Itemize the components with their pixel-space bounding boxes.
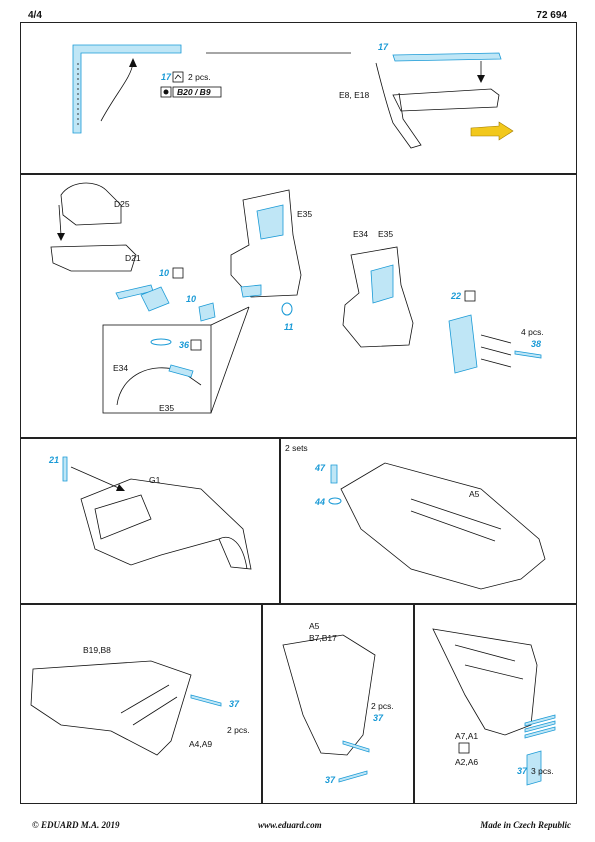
pe-37-label-c: 37 <box>517 766 528 776</box>
a5-label-b: A5 <box>309 621 320 631</box>
part-d25 <box>60 182 122 226</box>
a7-label: A7,A1 <box>455 731 478 741</box>
etched-side-panel <box>448 314 478 374</box>
copyright: © EDUARD M.A. 2019 <box>32 820 120 830</box>
sets-label: 2 sets <box>285 443 308 453</box>
e34-label: E34 <box>113 363 128 373</box>
etched-frame <box>140 286 170 312</box>
step-panel-7: A7,A1 A2,A6 37 3 pcs. <box>414 604 577 804</box>
b19-label: B19,B8 <box>83 645 111 655</box>
step-7-drawing: A7,A1 A2,A6 37 3 pcs. <box>432 628 556 786</box>
bend-icon <box>172 71 184 83</box>
website[interactable]: www.eduard.com <box>258 820 322 830</box>
a2-label: A2,A6 <box>455 757 478 767</box>
canopy-part <box>80 478 252 570</box>
d21-label: D21 <box>125 253 141 263</box>
e35-label-b: E35 <box>159 403 174 413</box>
g1-label: G1 <box>149 475 161 485</box>
bend-icon <box>190 339 202 351</box>
step-2-drawing: D25 D21 10 E35 10 11 36 E34 E35 E34 E35 … <box>50 182 544 414</box>
a5-label: A5 <box>469 489 480 499</box>
paint-reference: B20 / B9 <box>177 87 211 97</box>
step-3-drawing: 21 G1 <box>48 455 252 570</box>
step-panel-4: 2 sets 47 44 A5 <box>280 438 577 604</box>
pe-44-label: 44 <box>314 497 325 507</box>
part-17-label-b: 17 <box>378 42 389 52</box>
a4-label: A4,A9 <box>189 739 212 749</box>
paint-icon <box>458 742 470 754</box>
paint-icon <box>160 86 172 98</box>
page-number: 4/4 <box>28 10 42 21</box>
pe-37-label: 37 <box>229 699 240 709</box>
kit-code: 72 694 <box>536 10 567 21</box>
pe-37b-label: 37 <box>325 775 336 785</box>
pe-37a-label: 37 <box>373 713 384 723</box>
origin-note: Made in Czech Republic <box>480 820 571 830</box>
pe-10b-label: 10 <box>186 294 196 304</box>
etched-strip-part <box>392 52 502 62</box>
step-panel-1: 17 2 pcs. B20 / B9 17 E8, E18 <box>20 22 577 174</box>
pe-47-label: 47 <box>314 463 326 473</box>
seat-right-part <box>342 246 414 348</box>
step-panel-3: 21 G1 <box>20 438 280 604</box>
d25-label: D25 <box>114 199 130 209</box>
e35-label: E35 <box>297 209 312 219</box>
pe-10-label: 10 <box>159 268 169 278</box>
pe-21-label: 21 <box>48 455 59 465</box>
pe-38-label: 38 <box>531 339 541 349</box>
step-1-drawing: 17 2 pcs. B20 / B9 17 E8, E18 <box>72 42 514 149</box>
bend-icon <box>172 267 184 279</box>
qty-2-pcs: 2 pcs. <box>188 72 211 82</box>
step-5-drawing: B19,B8 37 2 pcs. A4,A9 <box>30 645 250 756</box>
tailplane-part <box>30 660 192 756</box>
part-17-label: 17 <box>161 72 172 82</box>
pe-22-label: 22 <box>450 291 461 301</box>
pe-11-label: 11 <box>284 322 293 332</box>
step-6-drawing: A5 B7,B17 2 pcs. 37 37 <box>282 621 394 785</box>
bend-icon <box>464 290 476 302</box>
etched-rail-part <box>72 44 182 134</box>
e34-right-label: E34 <box>353 229 368 239</box>
step-panel-6: A5 B7,B17 2 pcs. 37 37 <box>262 604 414 804</box>
step-panel-2: D25 D21 10 E35 10 11 36 E34 E35 E34 E35 … <box>20 174 577 438</box>
qty-2-pcs-b: 2 pcs. <box>227 725 250 735</box>
gear-door-part <box>432 628 538 736</box>
etched-headrest <box>256 204 284 240</box>
assembly-arrow <box>100 62 134 122</box>
qty-2-pcs-c: 2 pcs. <box>371 701 394 711</box>
part-d21 <box>50 244 137 272</box>
frame-part <box>375 62 422 149</box>
wing-part-a5 <box>340 462 546 590</box>
qty-3-pcs: 3 pcs. <box>531 766 554 776</box>
parts-e8-e18: E8, E18 <box>339 90 370 100</box>
qty-4-pcs: 4 pcs. <box>521 327 544 337</box>
seat-part <box>230 189 302 298</box>
step-4-drawing: 2 sets 47 44 A5 <box>285 443 546 590</box>
arrow-icon <box>470 121 514 141</box>
e35-right-label: E35 <box>378 229 393 239</box>
fin-part <box>282 634 376 756</box>
step-panel-5: B19,B8 37 2 pcs. A4,A9 <box>20 604 262 804</box>
pe-36-label: 36 <box>179 340 190 350</box>
